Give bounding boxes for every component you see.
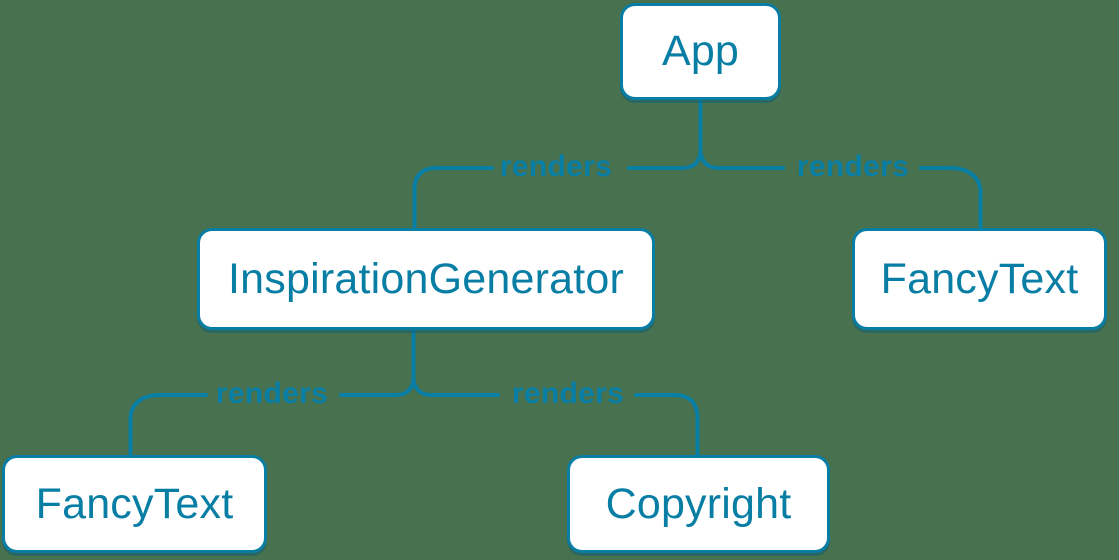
node-fancy-text-right-label: FancyText [880,254,1079,303]
node-fancy-text-left: FancyText [2,455,267,553]
edge-label-renders-inspiration-fancytext: renders [215,377,329,410]
node-inspiration-generator: InspirationGenerator [197,228,655,330]
edge-app-inspiration-right-part [627,97,703,170]
edge-label-renders-inspiration-copyright: renders [511,377,625,410]
edge-inspiration-copyright-right-part [634,393,700,456]
node-copyright: Copyright [567,455,830,553]
node-fancy-text-left-label: FancyText [35,479,234,528]
edge-app-inspiration-left-part [412,166,494,229]
edge-app-fancytext-left-part [698,148,785,170]
edge-label-renders-app-inspiration: renders [499,150,613,183]
node-fancy-text-right: FancyText [852,228,1107,330]
node-app: App [620,3,781,100]
node-copyright-label: Copyright [605,479,792,528]
edge-label-renders-app-fancytext: renders [796,150,910,183]
edge-inspiration-fancytext-right-part [339,329,416,397]
edge-inspiration-fancytext-left-part [128,393,208,456]
node-app-label: App [661,27,740,75]
node-inspiration-generator-label: InspirationGenerator [228,254,624,303]
edge-app-fancytext-right-part [919,166,983,229]
edge-inspiration-copyright-left-part [411,376,500,397]
